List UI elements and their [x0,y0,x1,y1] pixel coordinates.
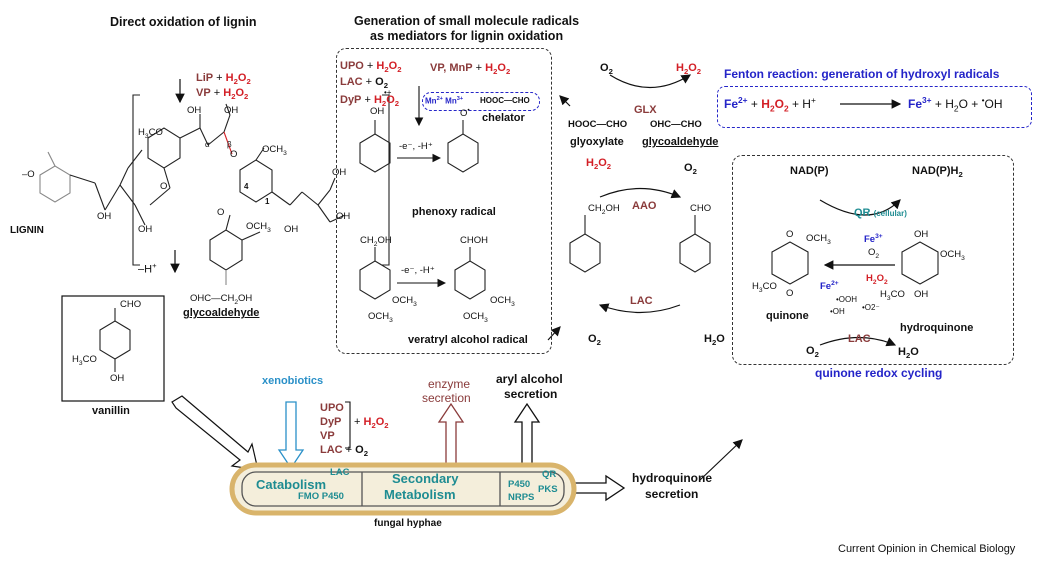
enzyme-dyp: DyP [320,416,342,428]
dyp-h2o2: DyP + H2O2 [340,94,400,109]
heading-small-molecule-2: as mediators for lignin oxidation [370,29,564,43]
lip-label: LiP + H2O2 [196,72,251,87]
aao-h2o2: H2O2 [586,157,612,172]
nadph-label: NAD(P)H2 [912,165,963,180]
secondary-label: Secondary [392,471,459,486]
enzyme-upo: UPO [320,402,344,414]
phenol-rings [359,120,486,300]
xenobiotics-label: xenobiotics [262,375,324,387]
q-h2o2-label: H2O2 [866,273,888,286]
lignin-label: LIGNIN [10,225,44,236]
glx-label: GLX [634,104,657,116]
vanillin-label: vanillin [92,405,130,417]
hq-secretion-1: hydroquinone [632,471,712,485]
upo-h2o2: UPO + H2O2 [340,60,402,75]
hydroquinone-label: hydroquinone [900,322,974,334]
minus-h-label: –H+ [138,261,157,276]
hypha-h2o2: + H2O2 [354,416,389,431]
quinone-rings [771,241,939,285]
alpha-label: α [205,140,210,149]
q-o2-bottom: O2 [806,345,819,360]
heading-small-molecule-1: Generation of small molecule radicals [354,14,580,28]
aryl-o2-bottom: O2 [588,333,601,348]
vp-label: VP + H2O2 [196,87,249,102]
pos4-label: 4 [244,182,249,191]
oh-rad-label: •OH [830,307,845,316]
aao-label: AAO [632,200,657,212]
ooh-label: •OOH [836,295,858,304]
aryl-h2o: H2O [704,333,725,348]
fe3-label: Fe3+ [864,233,883,246]
glyoxylate-label: glyoxylate [570,136,624,148]
quinone-label: quinone [766,310,809,322]
q-o2-label: O2 [868,247,880,260]
fungal-hypha [229,462,577,516]
heading-quinone-cycling: quinone redox cycling [815,366,943,380]
glycoaldehyde-left: glycoaldehyde [183,307,260,319]
vanillin-box [61,295,165,402]
vp-mnp-h2o2: VP, MnP + H2O2 [430,62,511,77]
metabolism-label: Metabolism [384,487,456,502]
heading-fenton: Fenton reaction: generation of hydroxyl … [724,67,1000,81]
fmo-p450: FMO P450 [298,491,344,502]
aryl-alcohol-rings [569,215,711,273]
fenton-left: Fe2+ + H2O2 + H+ [724,95,816,114]
quinone-panel-box [732,155,1014,365]
fe2-label: Fe2+ [820,280,839,293]
electron-loss-2: -e⁻, -H⁺ [401,265,435,276]
hypha-nrps: NRPS [508,492,535,503]
phenoxy-label: phenoxy radical [412,206,496,218]
beta-label: β [227,140,232,149]
aryl-secretion-1: aryl alcohol [496,372,563,386]
pos1-label: 1 [265,197,270,206]
lac-o2: LAC + O2 [340,76,388,91]
credit: Current Opinion in Chemical Biology [838,543,1016,555]
nadp-label: NAD(P) [790,165,829,177]
o2-rad-label: •O2⁻ [862,303,880,312]
hq-secretion-2: secretion [645,487,699,501]
mn2-label: Mn2+ Mn3+ [425,96,464,106]
enzyme-vp: VP [320,430,335,442]
veratryl-label: veratryl alcohol radical [408,334,528,346]
q-lac-label: LAC [848,333,871,345]
glx-h2o2: H2O2 [676,62,702,77]
glx-o2: O2 [600,62,613,77]
aryl-secretion-2: secretion [504,387,558,401]
glyoxylate-formula: HOOC—CHO [568,119,628,130]
glycoaldehyde-formula-glx: OHC—CHO [650,119,702,130]
lignin-structure [39,94,390,285]
glycoaldehyde-formula-left: OHC—CH2OH [190,293,253,306]
enzyme-secretion-2: secretion [422,391,471,405]
hypha-lac: LAC [330,467,350,478]
q-h2o-label: H2O [898,346,919,361]
chelator-label: chelator [482,112,525,124]
hypha-lac-o2: LAC + O2 [320,444,368,459]
aryl-lac-label: LAC [630,295,653,307]
catabolism-label: Catabolism [256,477,327,492]
mediator-panel-box [336,48,552,354]
enzyme-secretion-1: enzyme [428,377,471,391]
chelator-formula: HOOC—CHO [480,96,530,105]
fenton-box [717,86,1032,128]
electron-loss-1: -e⁻, -H⁺ [399,141,433,152]
aao-o2: O2 [684,162,697,177]
fungal-hyphae-label: fungal hyphae [374,518,442,529]
mn-chelator-box [422,92,540,111]
hypha-p450: P450 [508,479,531,490]
glycoaldehyde-glx: glycoaldehyde [642,136,719,148]
hypha-pks: PKS [538,484,558,495]
qr-label: QR (cellular) [854,207,907,219]
fenton-right: Fe3+ + H2O + •OH [908,95,1003,114]
hypha-qr: QR [542,469,557,480]
heading-direct-oxidation: Direct oxidation of lignin [110,15,257,29]
